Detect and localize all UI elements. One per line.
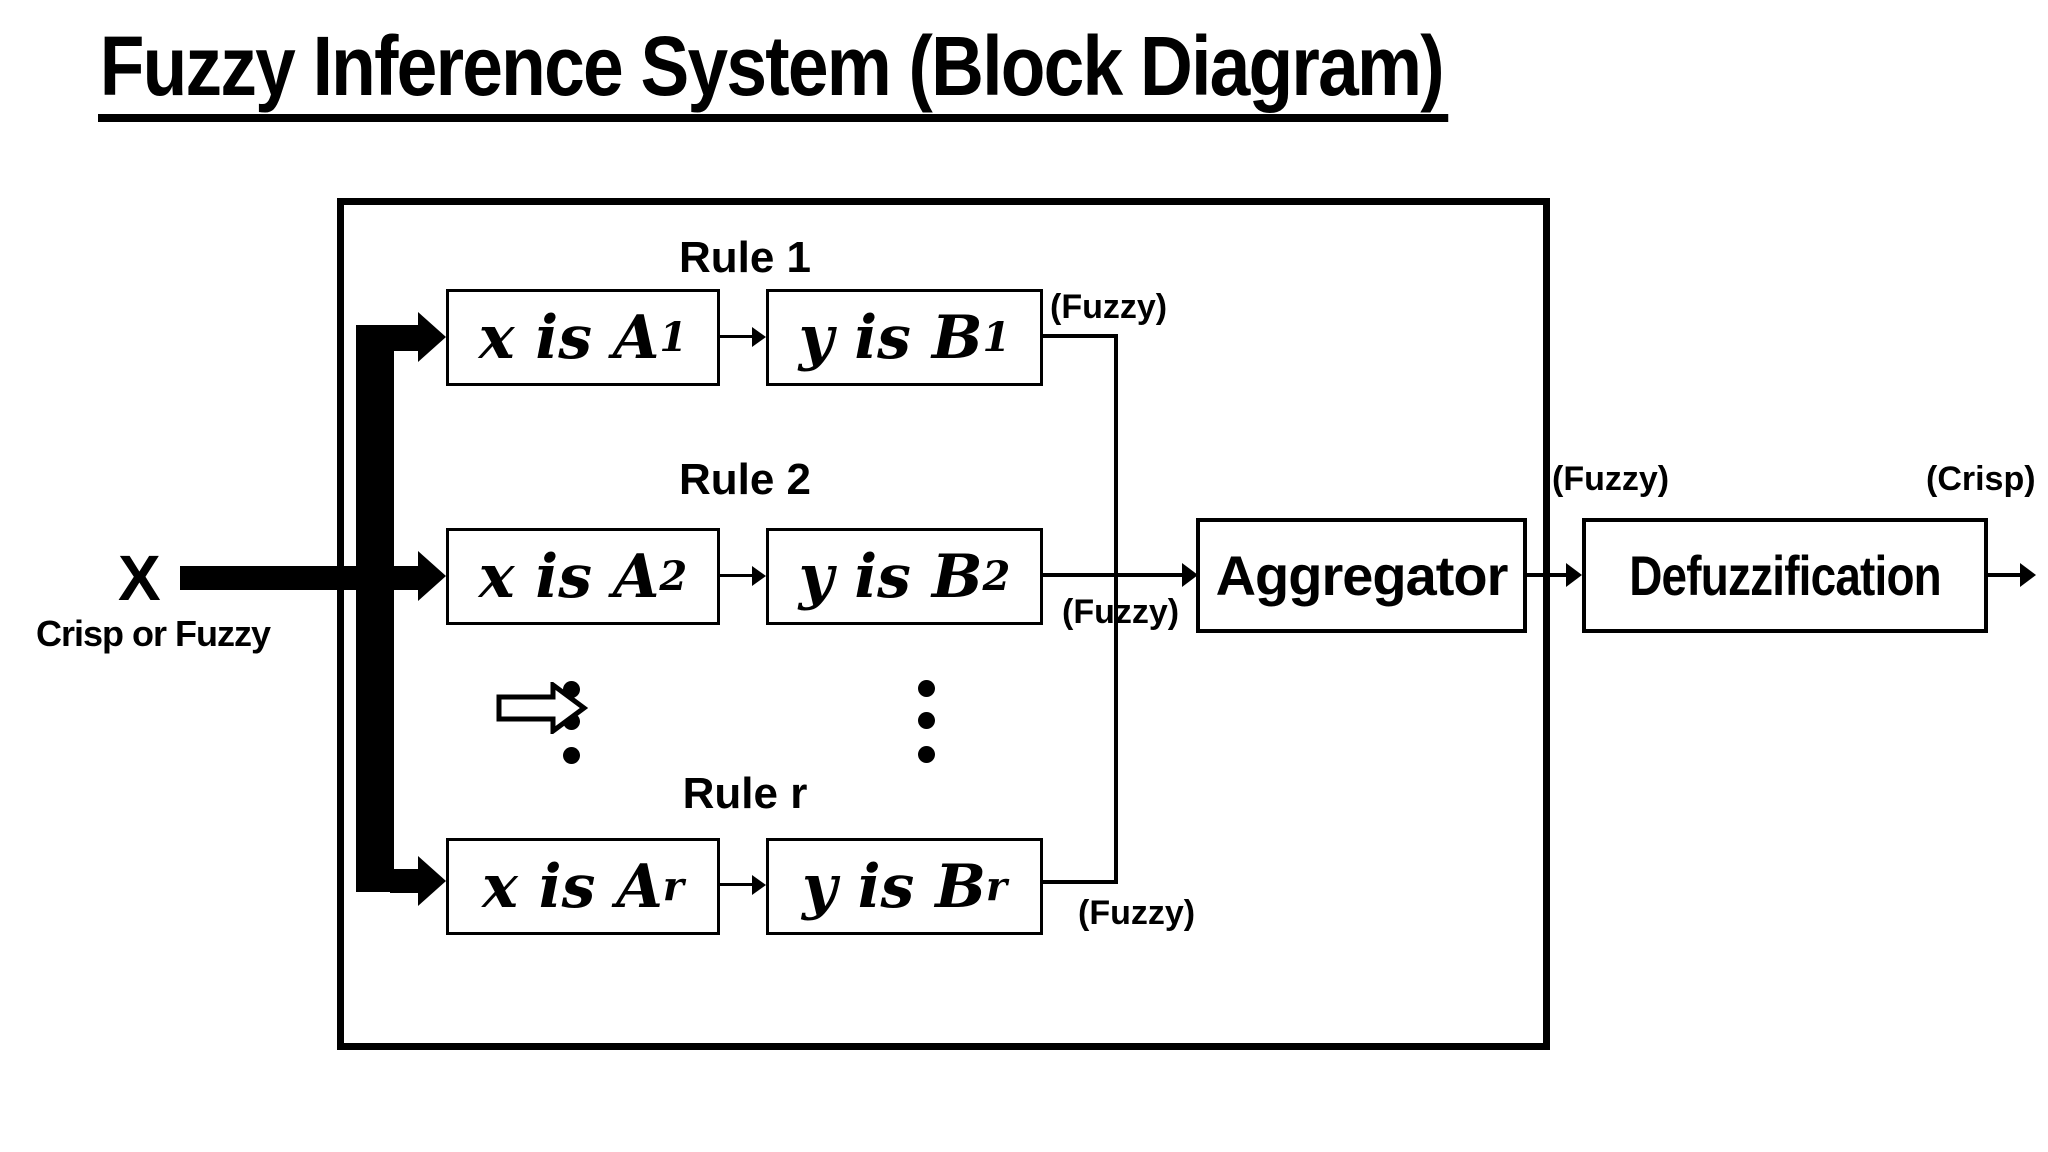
input-caption: Crisp or Fuzzy [36, 613, 271, 654]
rule1-consequent-text: y is B [798, 302, 983, 373]
hollow-right-arrow-icon [496, 682, 588, 734]
defuzzification-output-tag: (Crisp) [1926, 460, 2036, 498]
right-ellipsis-dot-1 [918, 680, 935, 697]
rule1-implication-line [720, 335, 754, 338]
input-arrowhead-rule1-icon [418, 312, 446, 362]
right-ellipsis-dot-2 [918, 712, 935, 729]
ruler-consequent-subscript: r [985, 862, 1007, 910]
ruler-output-line [1043, 880, 1118, 884]
defuzzification-box: Defuzzification [1582, 518, 1988, 633]
rule2-consequent-subscript: 2 [982, 552, 1011, 600]
ruler-consequent-text: y is B [801, 851, 986, 922]
right-ellipsis-dot-3 [918, 746, 935, 763]
ruler-implication-arrowhead-icon [752, 875, 766, 895]
defuzzification-label: Defuzzification [1629, 544, 1942, 607]
aggregator-output-tag: (Fuzzy) [1552, 460, 1670, 498]
ruler-antecedent-subscript: r [662, 862, 684, 910]
input-arrowhead-ruler-icon [418, 856, 446, 906]
defuzzification-input-arrowhead-icon [1566, 563, 1582, 587]
aggregator-label: Aggregator [1215, 544, 1509, 607]
rule2-output-line [1043, 573, 1182, 577]
rule2-implication-line [720, 574, 754, 577]
left-ellipsis-dot-3 [563, 747, 580, 764]
input-symbol: X [118, 542, 161, 614]
rule2-label: Rule 2 [678, 455, 812, 504]
rule2-consequent-text: y is B [798, 541, 983, 612]
rule2-antecedent-text: x is A [478, 541, 660, 612]
rule1-output-line [1043, 334, 1118, 338]
aggregator-input-arrowhead-icon [1182, 563, 1198, 587]
aggregator-output-line [1527, 573, 1568, 577]
rule2-output-tag: (Fuzzy) [1062, 593, 1180, 631]
final-output-arrowhead-icon [2020, 563, 2036, 587]
rule1-antecedent-subscript: 1 [659, 313, 688, 361]
aggregator-box: Aggregator [1196, 518, 1527, 633]
rule2-antecedent-subscript: 2 [659, 552, 688, 600]
rule1-consequent-subscript: 1 [982, 313, 1011, 361]
branch-stub-ruler [390, 869, 420, 893]
rule1-output-tag: (Fuzzy) [1050, 288, 1168, 326]
rule2-implication-arrowhead-icon [752, 566, 766, 586]
rule1-label: Rule 1 [678, 233, 812, 282]
ruler-antecedent-text: x is A [482, 851, 663, 922]
ruler-output-tag: (Fuzzy) [1078, 894, 1196, 932]
fis-boundary-box [337, 198, 1550, 1050]
input-distribution-bar [356, 325, 394, 892]
page-title: Fuzzy Inference System (Block Diagram) [98, 22, 1449, 123]
input-arrowhead-rule2-icon [418, 551, 446, 601]
ruler-label: Rule r [682, 769, 808, 818]
final-output-line [1988, 573, 2022, 577]
rule1-antecedent-text: x is A [478, 302, 660, 373]
ruler-implication-line [720, 883, 754, 886]
fuzzy-output-collector-line [1114, 334, 1118, 884]
branch-stub-rule1 [390, 325, 420, 351]
rule1-implication-arrowhead-icon [752, 327, 766, 347]
